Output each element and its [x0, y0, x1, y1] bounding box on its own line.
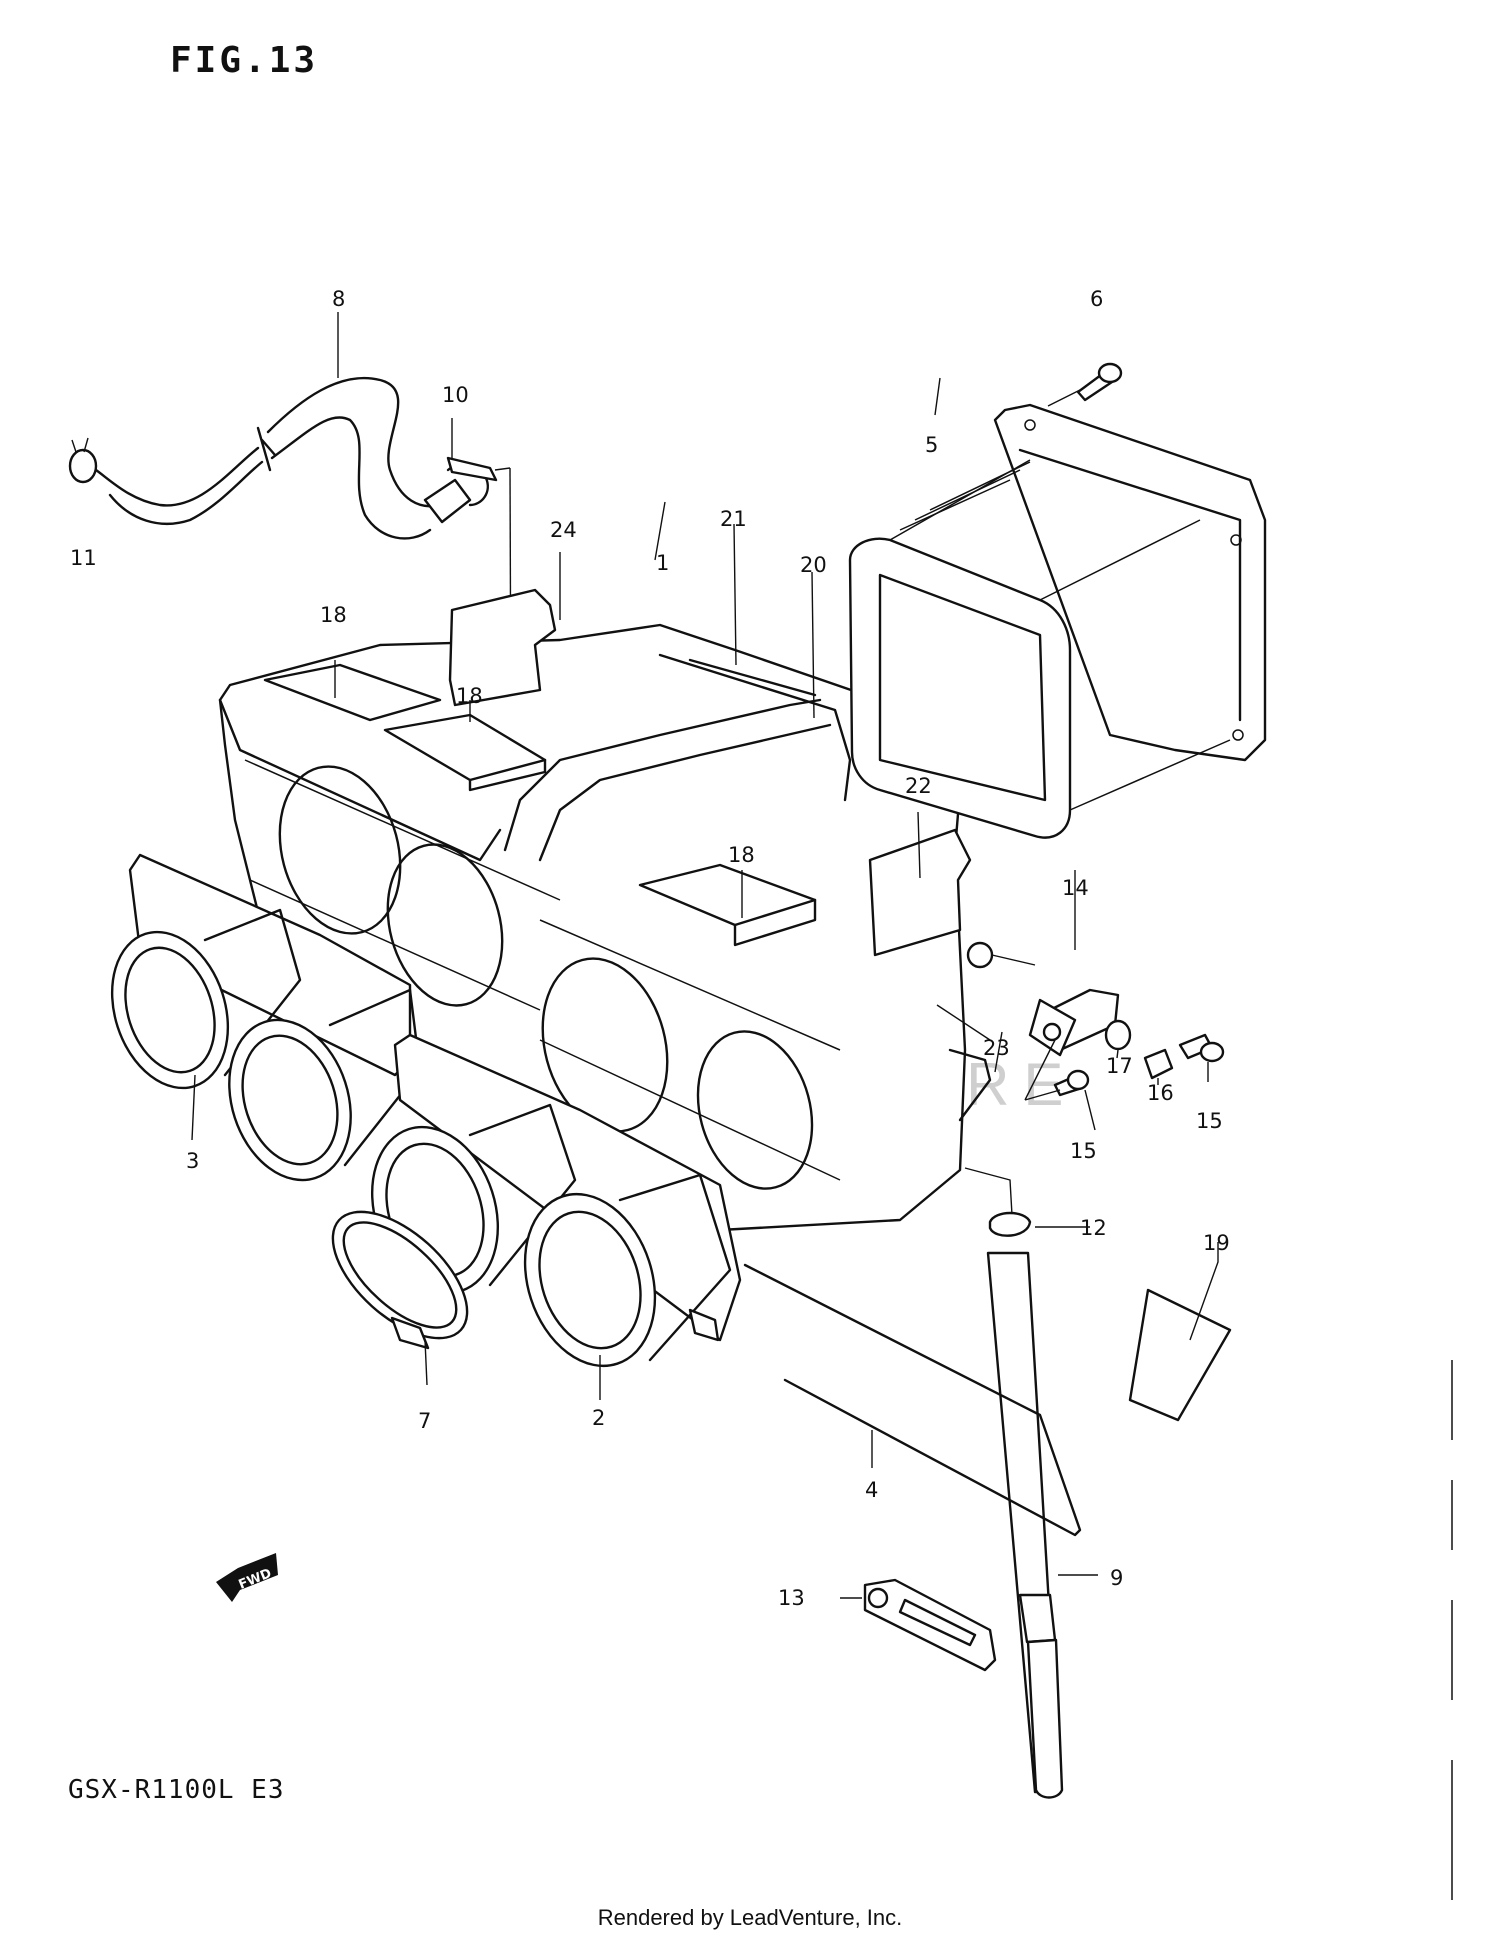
drain-clip: [988, 1211, 1032, 1237]
callout-6: 6: [1090, 287, 1103, 311]
render-credit: Rendered by LeadVenture, Inc.: [597, 1905, 903, 1930]
seals: [448, 588, 972, 957]
callout-labels: 1 2 3 4 5 6 7 8 9 10 11 12 13 14 15 15 1…: [70, 287, 1230, 1610]
pipe-clamp: [331, 1210, 469, 1350]
guide-rod: [743, 1263, 1082, 1537]
callout-10: 10: [442, 383, 469, 407]
callout-23: 23: [983, 1036, 1010, 1060]
callout-12: 12: [1080, 1216, 1107, 1240]
callout-11: 11: [70, 546, 97, 570]
figure-label: FIG.13: [170, 40, 319, 81]
model-code: GSX-R1100L E3: [68, 1775, 285, 1805]
callout-7: 7: [418, 1409, 431, 1433]
drain-bracket: [863, 1578, 997, 1672]
callout-19: 19: [1203, 1231, 1230, 1255]
callout-9: 9: [1110, 1566, 1123, 1590]
side-cover: [1128, 1288, 1232, 1422]
callout-15b: 15: [1196, 1109, 1223, 1133]
callout-13: 13: [778, 1586, 805, 1610]
callout-14: 14: [1062, 876, 1089, 900]
callout-leaders: [191, 312, 1219, 1599]
mount-hardware: [1024, 988, 1225, 1101]
callout-21: 21: [720, 507, 747, 531]
callout-5: 5: [925, 433, 938, 457]
callout-24: 24: [550, 518, 577, 542]
callout-18c: 18: [728, 843, 755, 867]
callout-18b: 18: [456, 684, 483, 708]
callout-1: 1: [656, 551, 669, 575]
callout-18a: 18: [320, 603, 347, 627]
air-cleaner-case: [218, 623, 1036, 1232]
callout-22: 22: [905, 774, 932, 798]
cushion-pads: [263, 663, 817, 947]
callout-2: 2: [592, 1406, 605, 1430]
callout-17: 17: [1106, 1054, 1133, 1078]
callout-3: 3: [186, 1149, 199, 1173]
breather-hose: [68, 376, 489, 540]
callout-20: 20: [800, 553, 827, 577]
callout-4: 4: [865, 1478, 878, 1502]
callout-15a: 15: [1070, 1139, 1097, 1163]
drain-pipe: [964, 1167, 1064, 1799]
callout-8: 8: [332, 287, 345, 311]
callout-16: 16: [1147, 1081, 1174, 1105]
air-filter-element: [848, 389, 1267, 839]
screw-top: [1076, 362, 1123, 402]
fwd-arrow: FWD: [216, 1553, 278, 1602]
